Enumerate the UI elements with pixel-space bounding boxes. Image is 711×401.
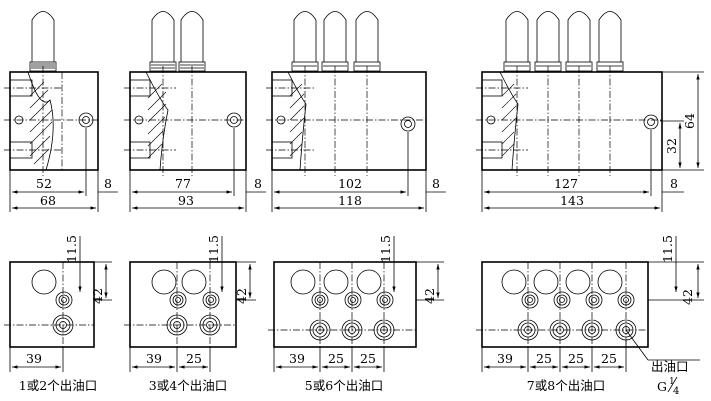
dim-height: 42 [422,288,437,304]
front-view-3: 102 118 8 [266,11,446,212]
dim-length-outer: 68 [40,193,56,208]
dim-right-offset: 8 [432,176,440,191]
dim-length-inner: 77 [175,176,191,191]
dim-outlet-pitch: 25 [186,351,202,366]
mounting-hole [78,112,94,128]
top-view-1: 11.5 42 39 1或2个出油口 [4,235,112,393]
dim-length-outer: 93 [178,193,194,208]
front-view-1: 52 68 8 [4,11,118,212]
dim-outlet-pitch: 25 [568,351,584,366]
dim-height: 42 [680,289,695,305]
front-view-4: 127 143 8 64 32 [476,11,704,212]
dim-top: 11.5 [660,235,675,263]
dim-length-outer: 118 [338,193,362,208]
dim-length-outer: 143 [560,193,584,208]
dim-first-outlet: 39 [289,351,305,366]
indicator-bore [31,269,57,295]
front-view-2: 77 93 8 [124,11,266,212]
caption: 5或6个出油口 [305,378,383,393]
valve-body [271,71,427,171]
top-view-2: 11.5 42 39 25 3或4个出油口 [124,235,256,393]
dim-outlet-pitch: 25 [360,351,376,366]
dim-right-offset: 8 [104,176,112,191]
dim-outlet-pitch: 25 [536,351,552,366]
caption: 1或2个出油口 [19,378,97,393]
indicator-pins [291,11,381,72]
indicator-pins [503,11,624,72]
thread-prefix: G [657,379,667,394]
thread-num: 1 [669,377,675,387]
dim-height: 42 [90,288,105,304]
dim-outlet-pitch: 25 [601,351,617,366]
dim-length-inner: 102 [338,176,362,191]
valve-body [129,71,247,171]
caption: 3或4个出油口 [149,378,227,393]
valve-body [481,71,663,171]
dim-right-offset: 8 [670,176,678,191]
indicator-pins [149,11,206,72]
top-view-3: 11.5 42 39 25 25 5或6个出油口 [268,235,444,393]
dim-right-offset: 8 [254,176,262,191]
caption: 7或8个出油口 [527,378,605,393]
indicator-pin [29,11,57,72]
dim-height-total: 64 [682,113,697,129]
dim-length-inner: 127 [554,176,578,191]
dim-first-outlet: 39 [497,351,513,366]
valve-body [9,71,99,171]
top-view-4: 11.5 42 39 25 25 25 7或8个出油口 出油口 G 1 4 [476,235,704,397]
outlet-leader [625,329,649,361]
outlet-label: 出油口 [651,359,689,374]
dim-top: 11.5 [64,235,79,263]
dim-outlet-pitch: 25 [328,351,344,366]
dim-top: 11.5 [378,235,393,263]
dim-first-outlet: 39 [146,351,162,366]
dim-first-outlet: 39 [26,351,42,366]
dim-top: 11.5 [206,235,221,263]
dim-length-inner: 52 [36,176,52,191]
thread-den: 4 [673,386,679,397]
dim-height: 42 [234,288,249,304]
dim-height-half: 32 [664,138,679,154]
